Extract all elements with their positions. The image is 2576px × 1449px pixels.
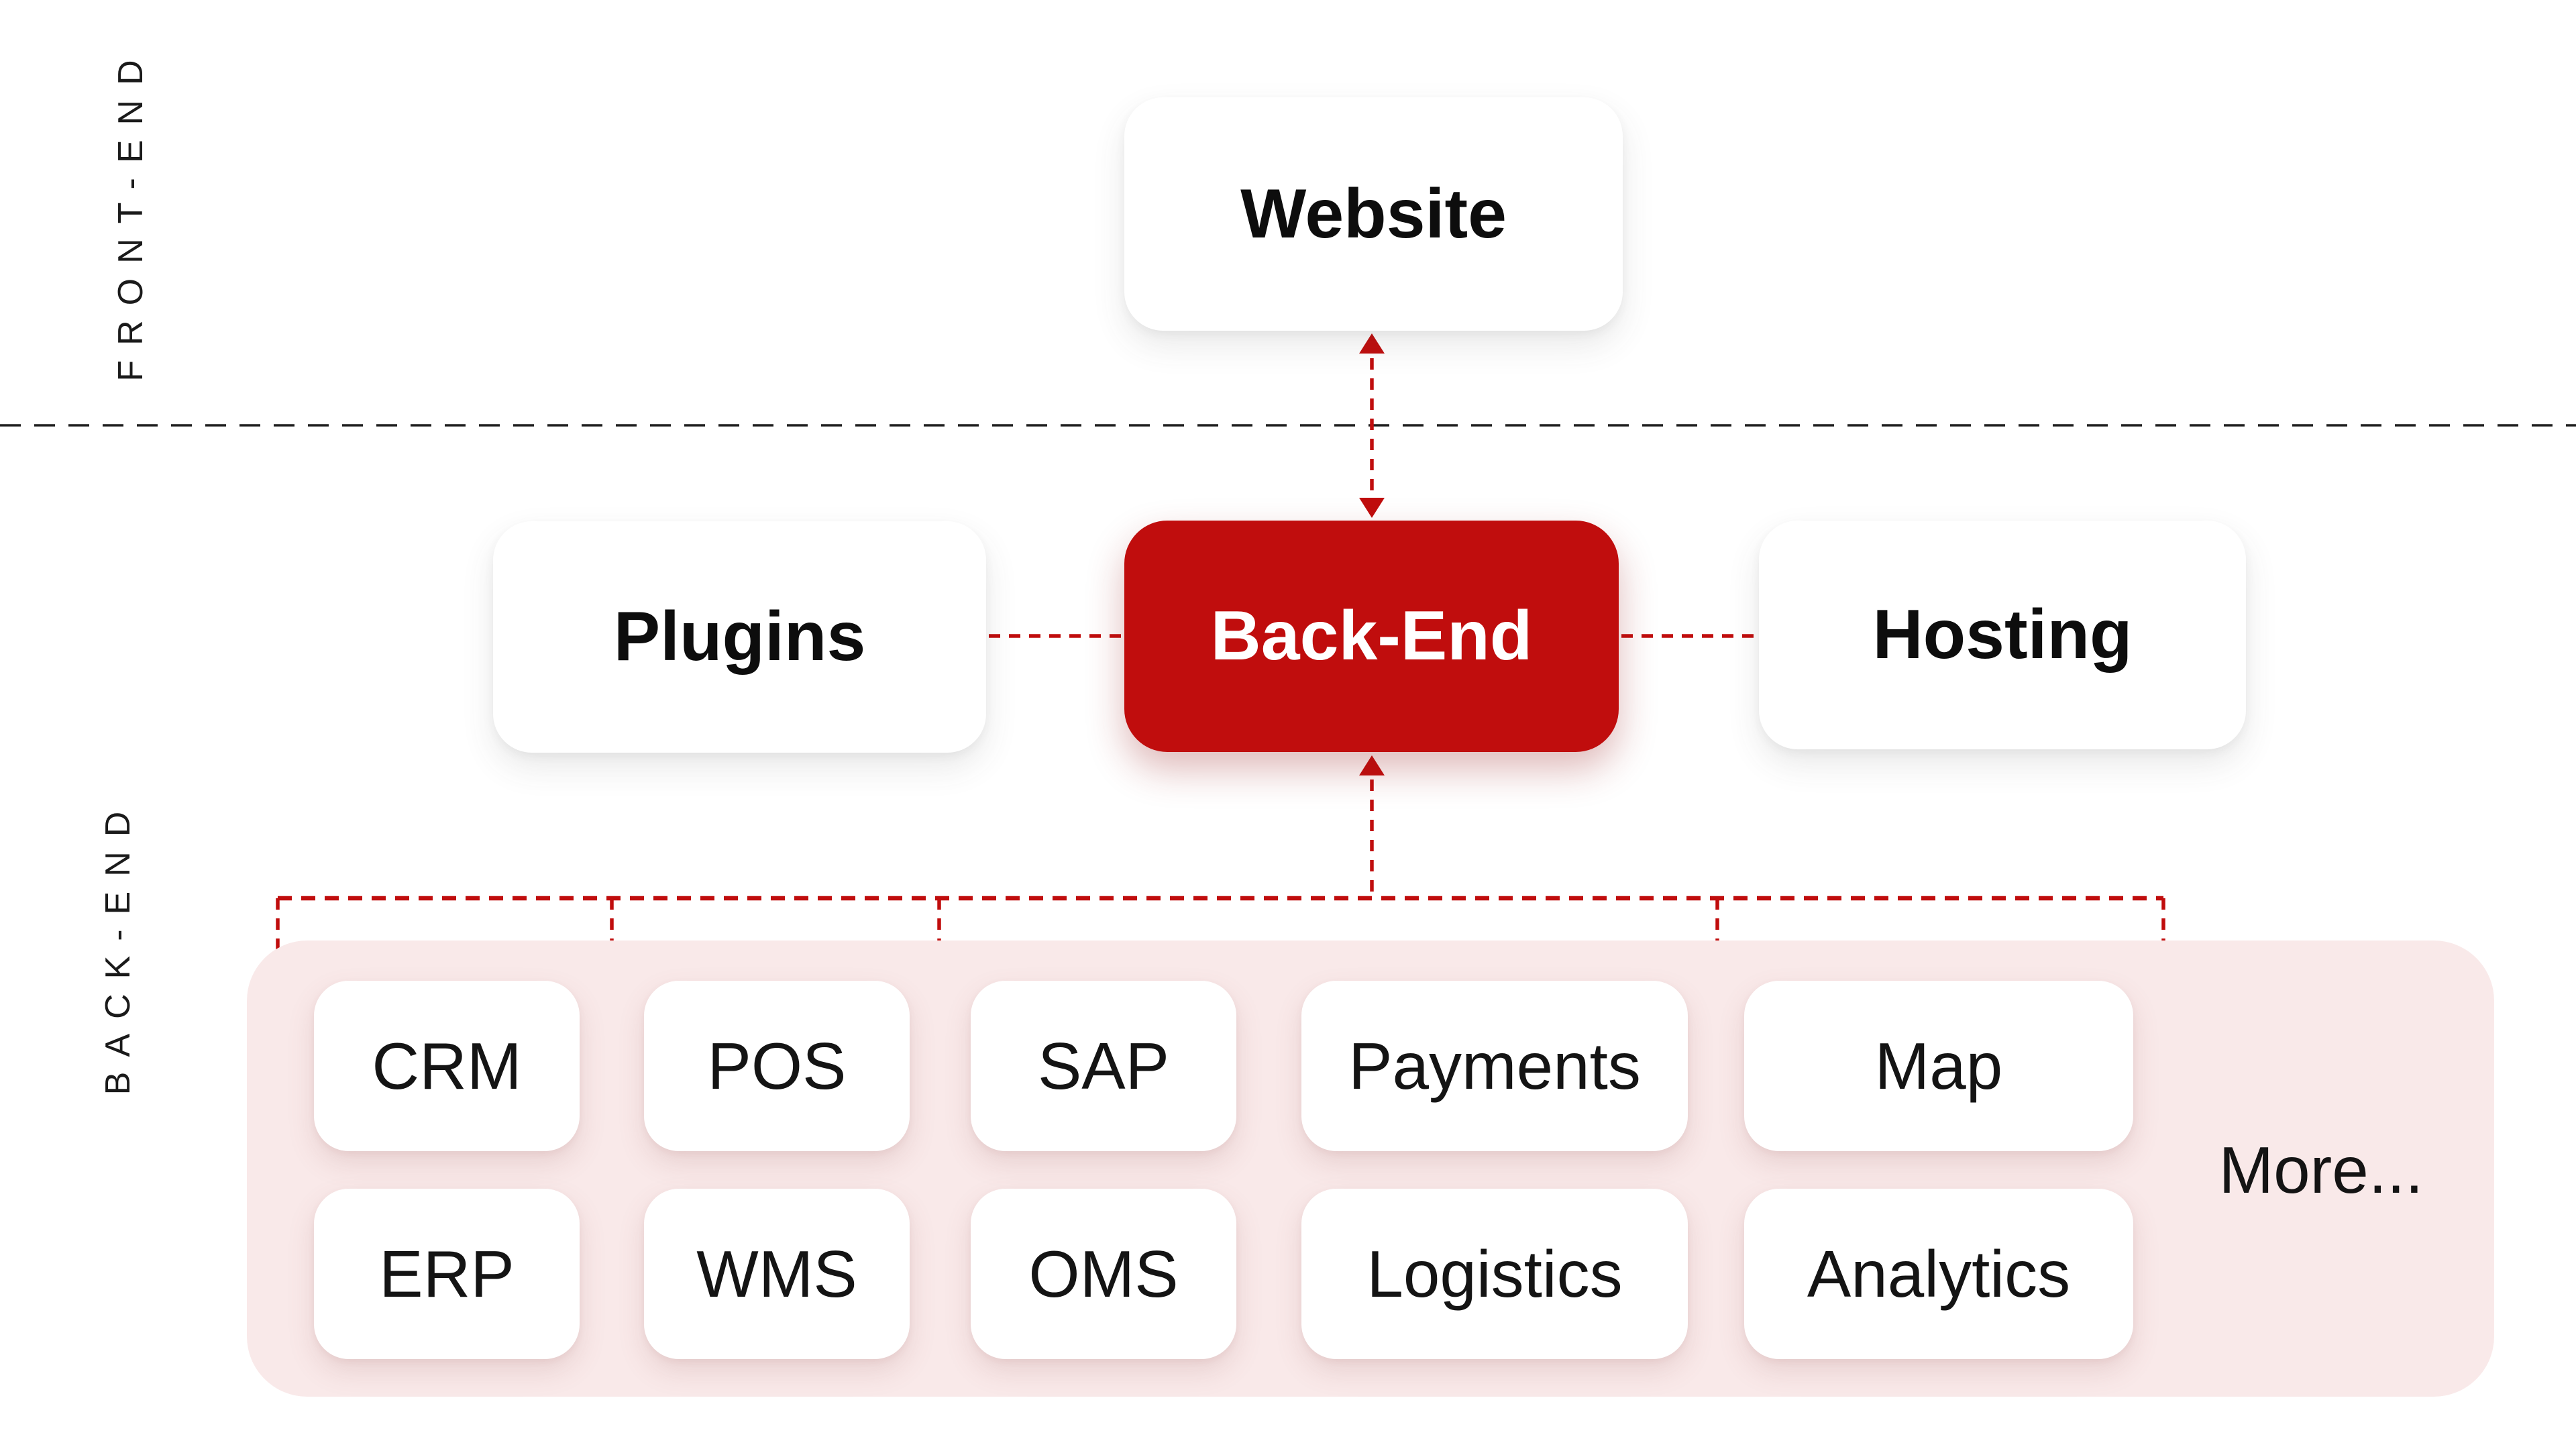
integration-node-logistics: Logistics [1301, 1189, 1688, 1359]
integration-node-sap: SAP [971, 981, 1236, 1151]
arrow-up-icon [1359, 755, 1385, 775]
integration-node-pos: POS [644, 981, 910, 1151]
integration-node-payments: Payments [1301, 981, 1688, 1151]
integration-node-map: Map [1744, 981, 2133, 1151]
front-end-section-label: FRONT-END [111, 45, 150, 382]
integration-node-analytics: Analytics [1744, 1189, 2133, 1359]
website-node: Website [1124, 97, 1623, 331]
plugins-node: Plugins [493, 521, 986, 753]
backend-node: Back-End [1124, 521, 1619, 752]
integration-node-crm: CRM [314, 981, 580, 1151]
integration-node-wms: WMS [644, 1189, 910, 1359]
more-label: More... [2218, 1132, 2424, 1207]
integration-node-oms: OMS [971, 1189, 1236, 1359]
hosting-node: Hosting [1759, 521, 2246, 749]
arrow-down-icon [1359, 498, 1385, 518]
arrow-up-icon [1359, 333, 1385, 354]
back-end-section-label: BACK-END [99, 796, 138, 1095]
integration-node-erp: ERP [314, 1189, 580, 1359]
